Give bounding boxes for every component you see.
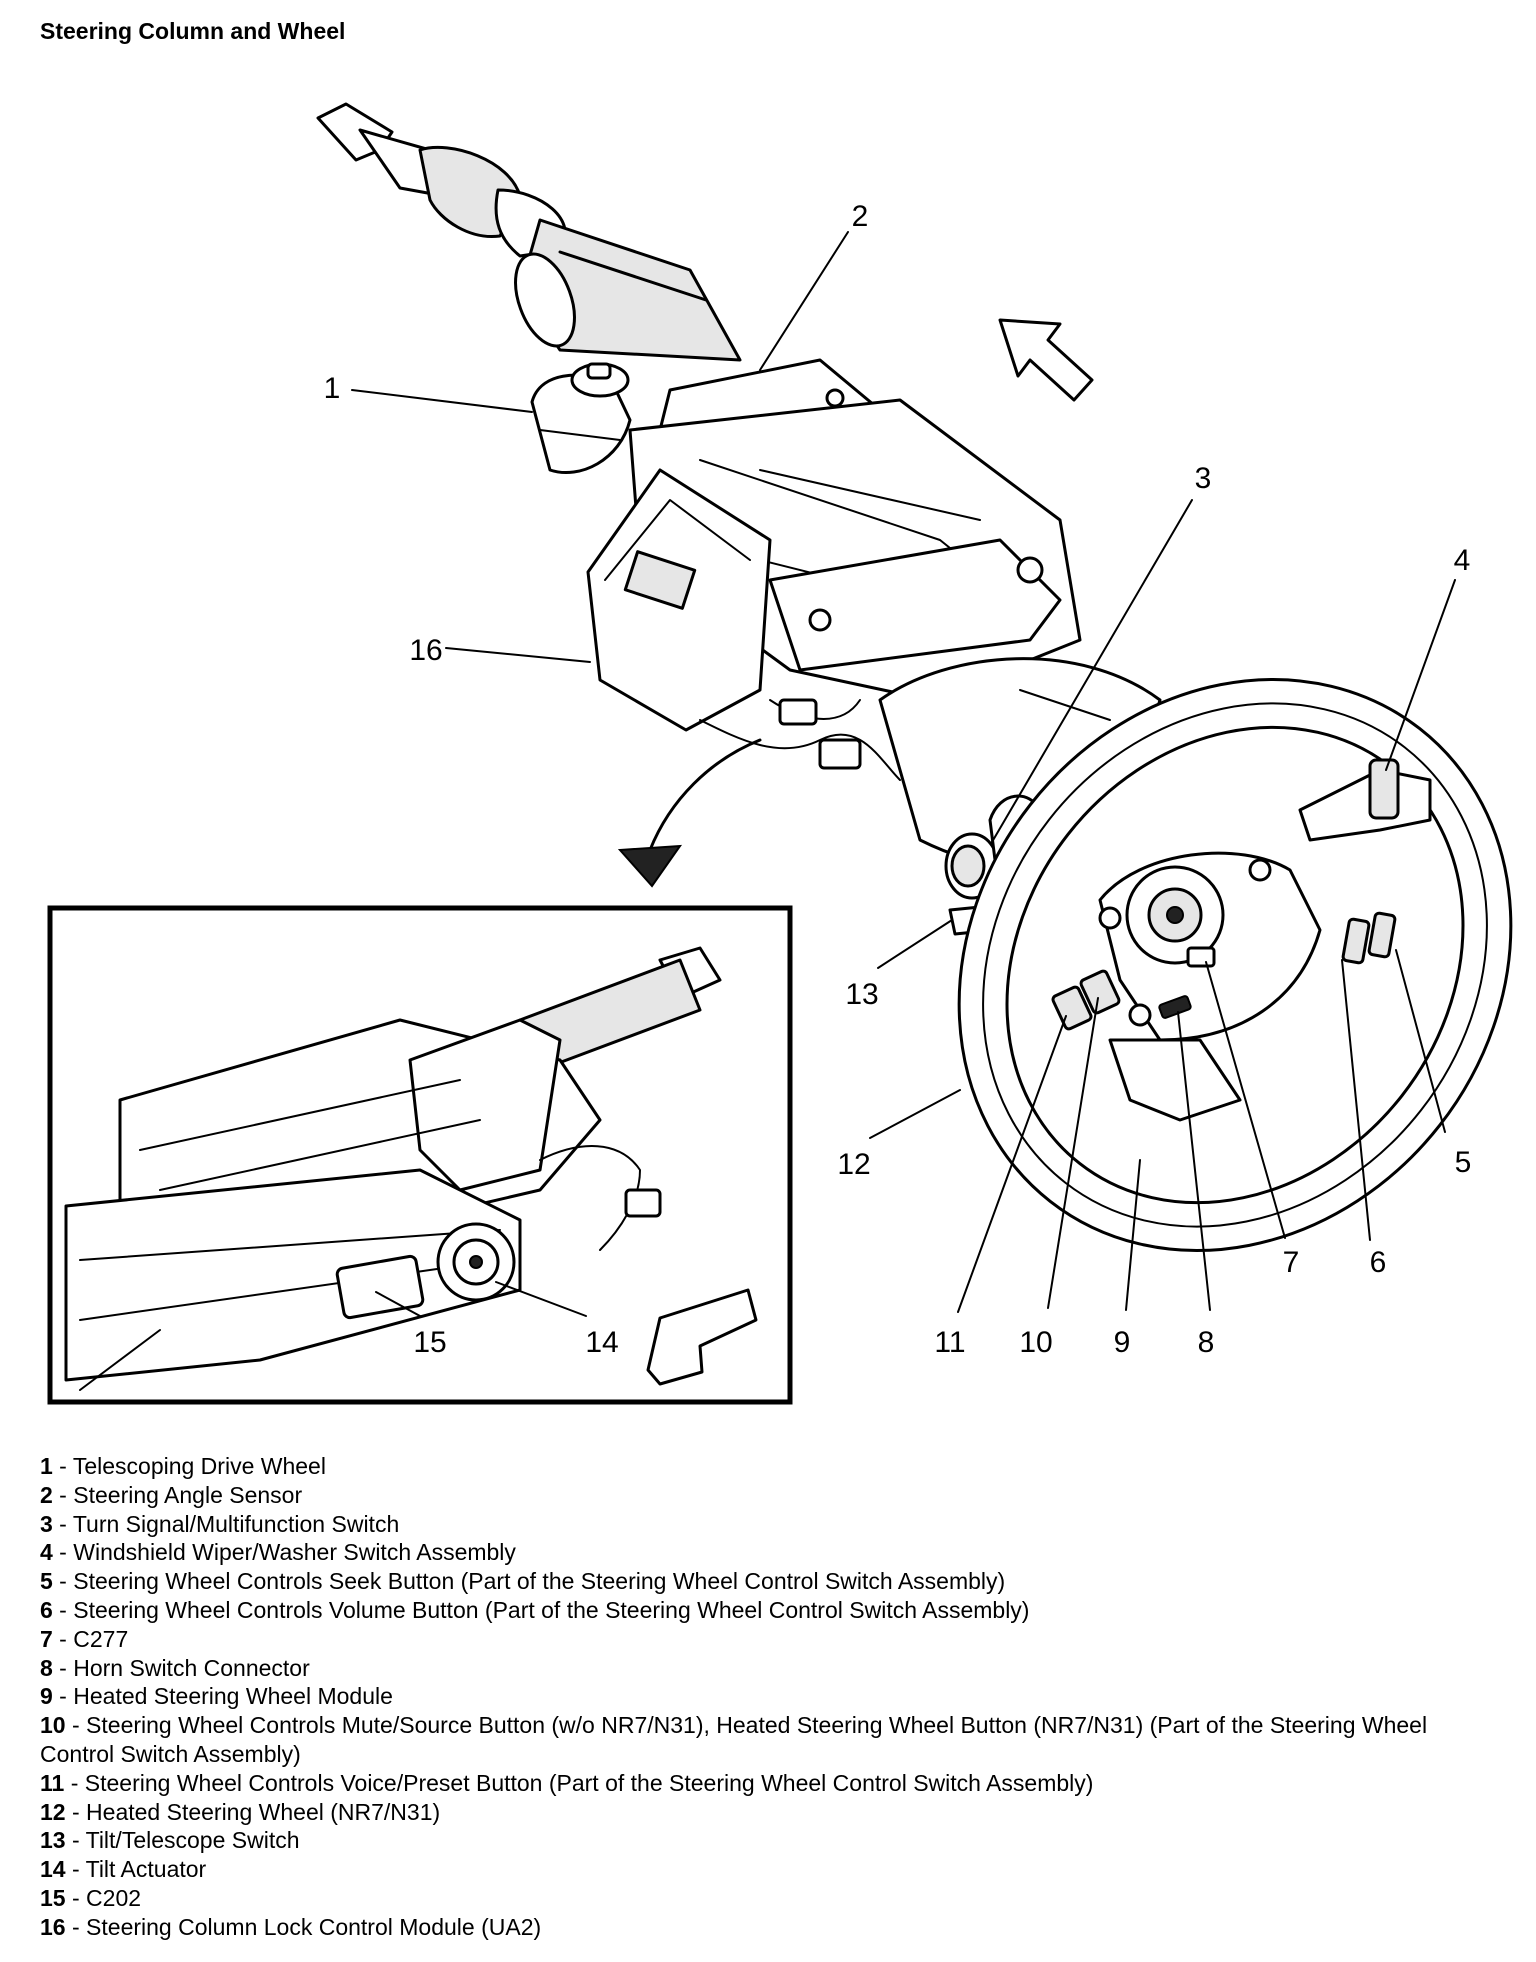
legend-text: Tilt Actuator xyxy=(85,1856,207,1883)
legend-text: Steering Angle Sensor xyxy=(73,1481,303,1508)
legend-number: 12 xyxy=(40,1798,66,1825)
legend-number: 4 xyxy=(40,1539,53,1566)
callout-12: 12 xyxy=(837,1148,870,1181)
legend-number: 9 xyxy=(40,1683,53,1710)
callout-10: 10 xyxy=(1019,1326,1052,1359)
legend-item: 7 - C277 xyxy=(40,1625,129,1652)
legend-text: Turn Signal/Multifunction Switch xyxy=(72,1510,400,1537)
legend-text: Steering Wheel Controls Mute/Source Butt… xyxy=(40,1712,1428,1767)
legend-item: 12 - Heated Steering Wheel (NR7/N31) xyxy=(40,1798,441,1825)
legend-number: 1 xyxy=(40,1453,53,1479)
legend-number: 2 xyxy=(40,1481,53,1508)
legend-number: 8 xyxy=(40,1654,53,1681)
callout-13: 13 xyxy=(845,978,878,1011)
diagram-title: Steering Column and Wheel xyxy=(40,18,346,44)
callout-2: 2 xyxy=(852,200,869,233)
legend-item: 3 - Turn Signal/Multifunction Switch xyxy=(40,1510,400,1537)
legend-item: 11 - Steering Wheel Controls Voice/Prese… xyxy=(40,1769,1094,1796)
legend-item: 8 - Horn Switch Connector xyxy=(40,1654,310,1681)
callout-4: 4 xyxy=(1454,544,1471,577)
legend-text: Steering Wheel Controls Voice/Preset But… xyxy=(84,1769,1094,1796)
legend-item: 6 - Steering Wheel Controls Volume Butto… xyxy=(40,1596,1030,1623)
legend-text: Windshield Wiper/Washer Switch Assembly xyxy=(73,1539,516,1566)
callout-labels: 1 2 3 4 5 6 7 8 9 10 11 12 13 14 15 16 xyxy=(324,200,1472,1359)
legend-item: 2 - Steering Angle Sensor xyxy=(40,1481,303,1508)
legend-item: 15 - C202 xyxy=(40,1884,142,1911)
steering-column-illustration xyxy=(316,102,1513,1252)
inset-illustration xyxy=(64,946,758,1391)
callout-5: 5 xyxy=(1455,1146,1472,1179)
legend-item: 10 - Steering Wheel Controls Mute/Source… xyxy=(40,1712,1428,1767)
legend-item: 13 - Tilt/Telescope Switch xyxy=(40,1827,300,1854)
legend-text: Steering Wheel Controls Volume Button (P… xyxy=(73,1596,1030,1623)
legend-text: Steering Wheel Controls Seek Button (Par… xyxy=(73,1568,1006,1595)
legend-text: C277 xyxy=(73,1625,129,1652)
legend-text: Steering Column Lock Control Module (UA2… xyxy=(86,1913,542,1940)
callout-16: 16 xyxy=(409,634,442,667)
leader-lines xyxy=(351,231,1456,1317)
parts-legend: 1 - Telescoping Drive Wheel 2 - Steering… xyxy=(40,1452,1500,1942)
legend-number: 10 xyxy=(40,1712,66,1739)
legend-item: 14 - Tilt Actuator xyxy=(40,1856,207,1883)
callout-14: 14 xyxy=(585,1326,618,1359)
callout-15: 15 xyxy=(413,1326,446,1359)
legend-text: Tilt/Telescope Switch xyxy=(85,1827,300,1854)
legend-number: 14 xyxy=(40,1856,66,1883)
legend-text: Telescoping Drive Wheel xyxy=(72,1453,326,1479)
legend-number: 11 xyxy=(40,1769,65,1796)
legend-item: 1 - Telescoping Drive Wheel xyxy=(40,1453,326,1479)
callout-11: 11 xyxy=(934,1326,965,1359)
legend-text: Heated Steering Wheel (NR7/N31) xyxy=(86,1798,441,1825)
callout-9: 9 xyxy=(1114,1326,1131,1359)
legend-number: 13 xyxy=(40,1827,66,1854)
legend-number: 6 xyxy=(40,1596,53,1623)
legend-item: 4 - Windshield Wiper/Washer Switch Assem… xyxy=(40,1539,516,1566)
legend-item: 9 - Heated Steering Wheel Module xyxy=(40,1683,393,1710)
steering-column-diagram: 1 2 3 4 5 6 7 8 9 10 11 12 13 14 15 16 xyxy=(47,102,1513,1405)
callout-8: 8 xyxy=(1198,1326,1215,1359)
legend-text: Horn Switch Connector xyxy=(73,1654,310,1681)
legend-number: 15 xyxy=(40,1884,66,1911)
legend-item: 5 - Steering Wheel Controls Seek Button … xyxy=(40,1568,1006,1595)
callout-1: 1 xyxy=(324,372,341,405)
callout-7: 7 xyxy=(1283,1246,1300,1279)
legend-number: 7 xyxy=(40,1625,53,1652)
legend-text: C202 xyxy=(86,1884,142,1911)
legend-number: 16 xyxy=(40,1913,66,1940)
callout-6: 6 xyxy=(1370,1246,1387,1279)
legend-text: Heated Steering Wheel Module xyxy=(73,1683,393,1710)
legend-item: 16 - Steering Column Lock Control Module… xyxy=(40,1913,542,1940)
legend-number: 5 xyxy=(40,1568,53,1595)
callout-3: 3 xyxy=(1195,462,1212,495)
legend-number: 3 xyxy=(40,1510,53,1537)
